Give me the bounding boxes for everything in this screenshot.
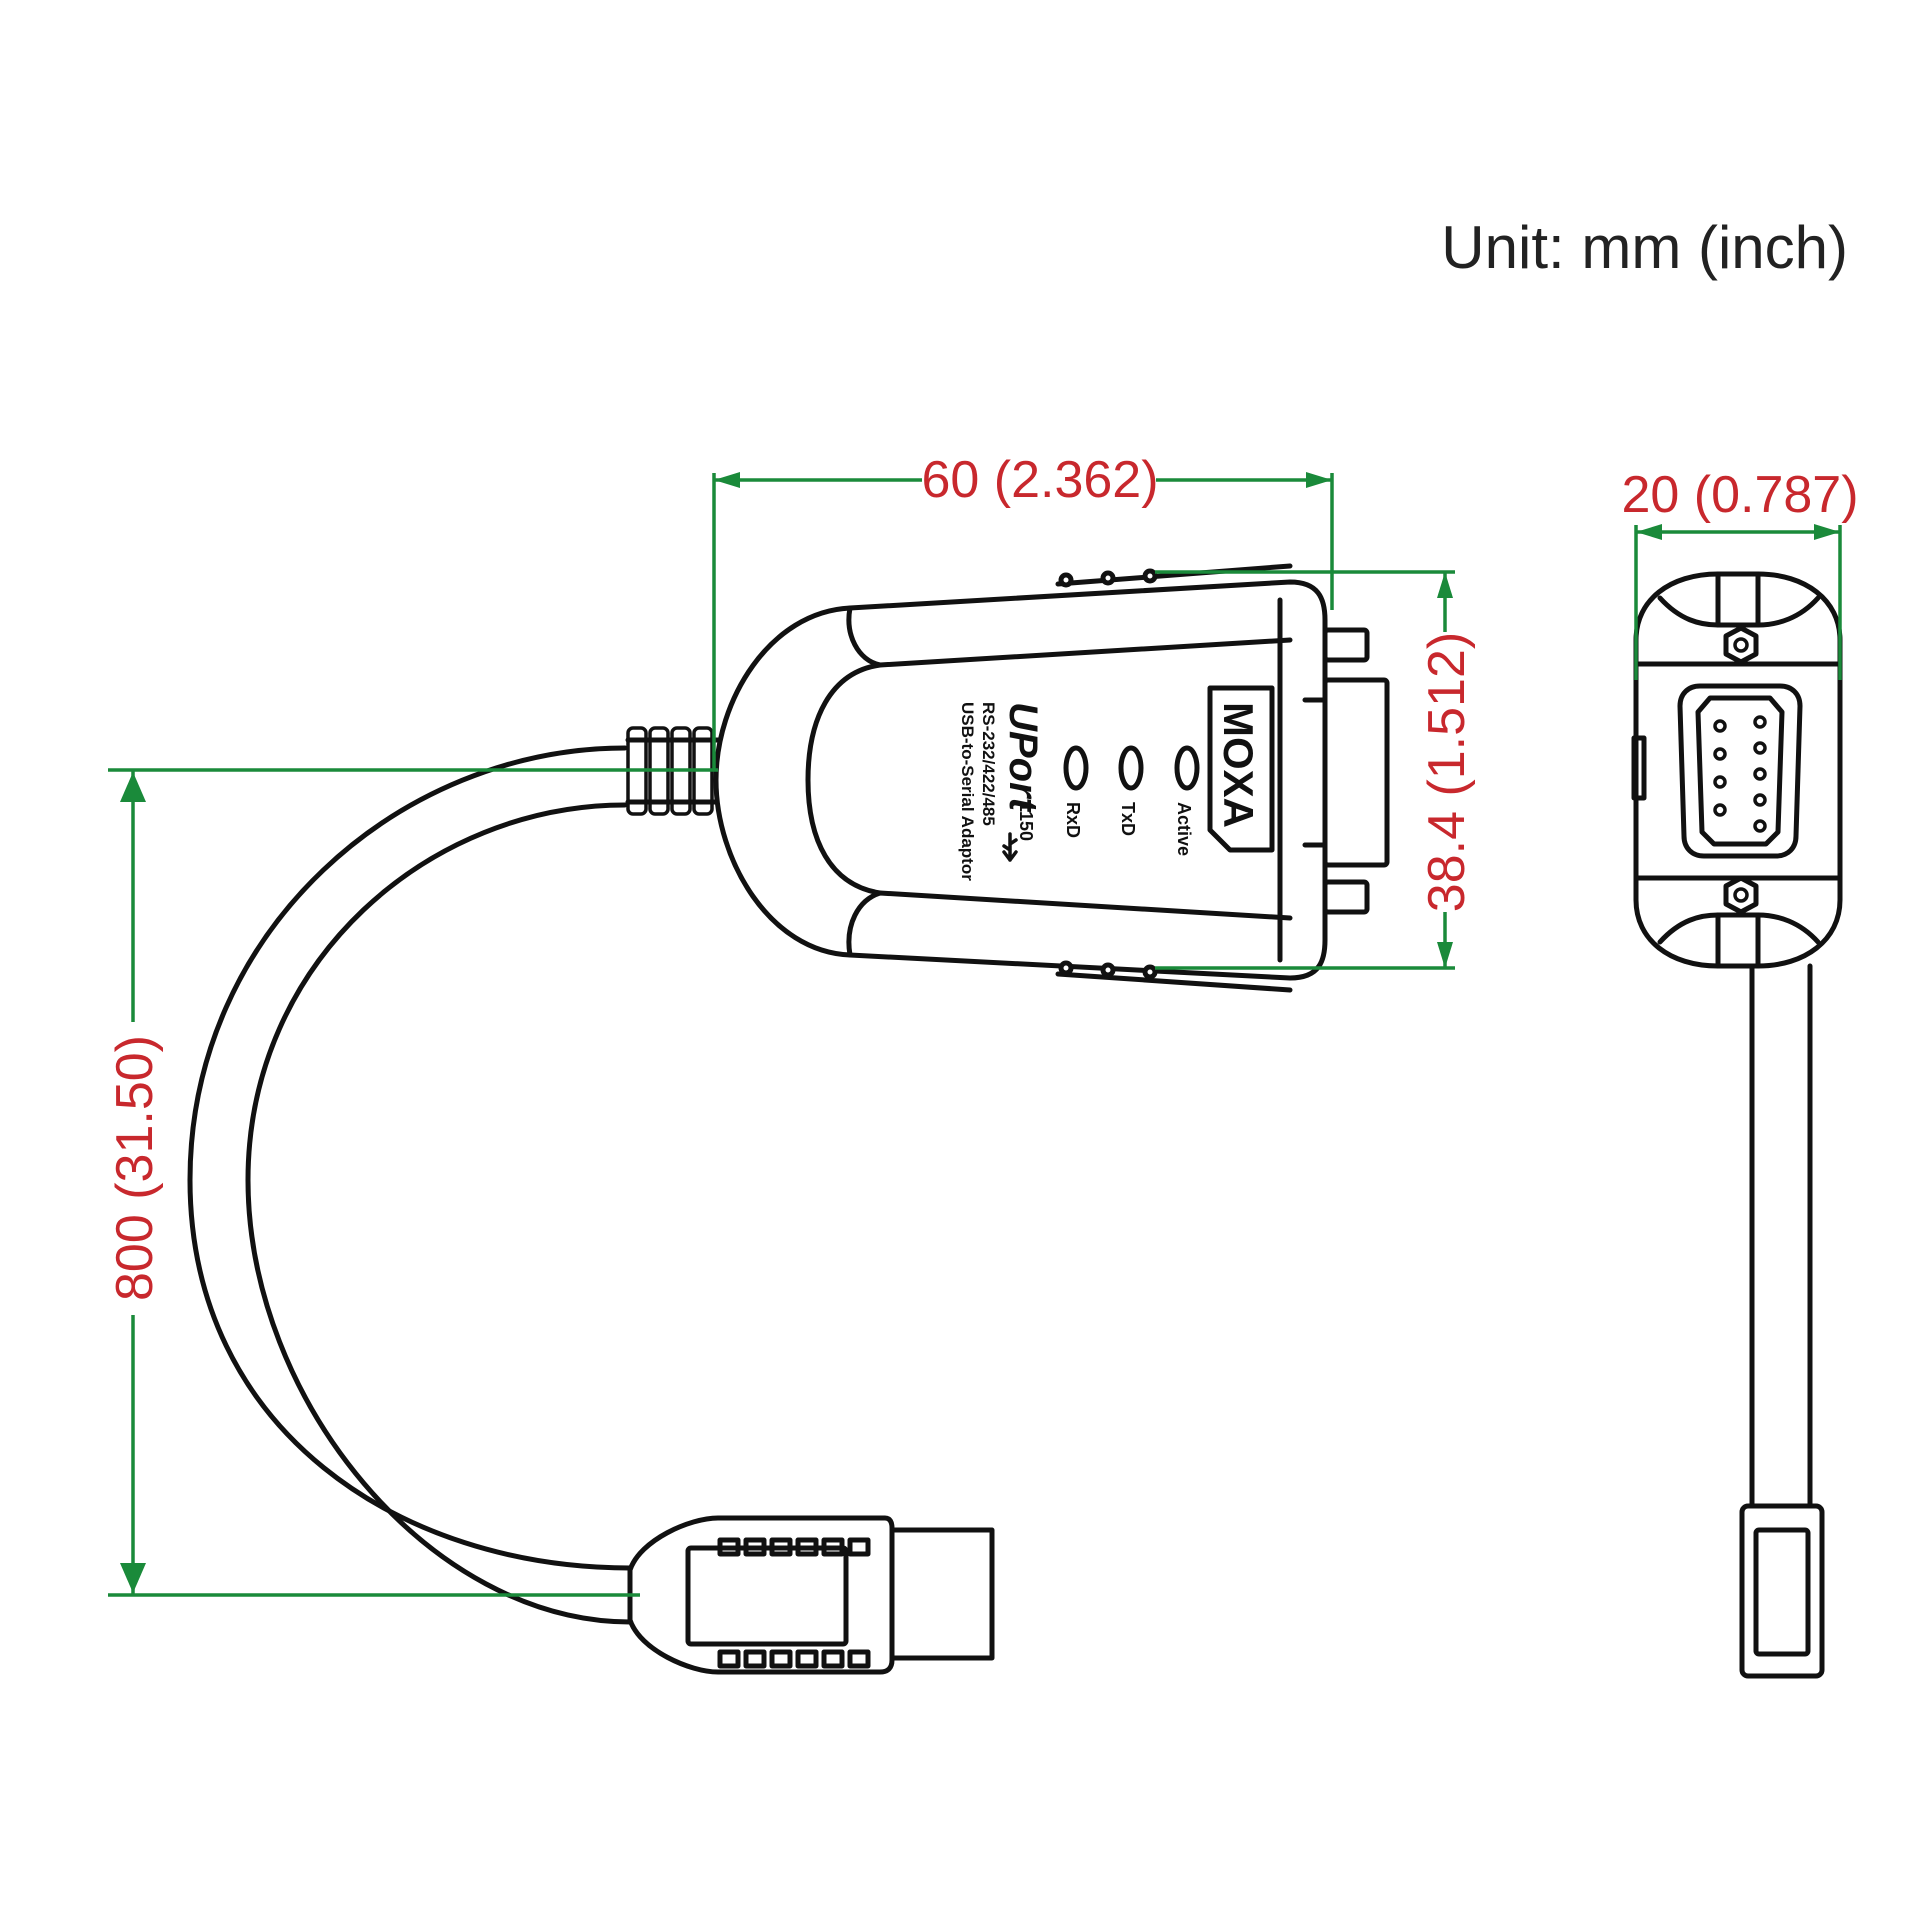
usb-plug [627,1515,995,1675]
led-rxd [1063,745,1089,791]
led-label-active: Active [1174,802,1194,856]
usb-icon [1002,832,1018,862]
side-view: 20 (0.787) [1621,466,1859,1679]
led-label-txd: TxD [1118,802,1138,836]
led-active [1174,745,1200,791]
dimension-cable-length-label: 800 (31.50) [106,1035,164,1301]
brand-logo: MOXA [1215,702,1262,828]
subtitle-line-2: USB-to-Serial Adaptor [958,702,977,881]
dimension-cable-length: 800 (31.50) [106,768,718,1597]
led-txd [1118,745,1144,791]
label-panel: MOXA Active TxD RxD UPort 1150 RS-232/42… [958,685,1275,881]
dimension-depth: 20 (0.787) [1621,466,1859,680]
db9-connector-front [1677,625,1803,915]
dimension-width-label: 60 (2.362) [921,451,1158,509]
adapter-body [713,563,1328,993]
dimension-depth-label: 20 (0.787) [1621,466,1858,524]
unit-note: Unit: mm (inch) [1441,214,1848,281]
dimension-height: 38.4 (1.512) [1155,570,1476,970]
db9-connector-side [1302,627,1390,915]
dimension-width: 60 (2.362) [712,451,1334,770]
usb-plug-side [1739,1503,1825,1679]
dimension-height-label: 38.4 (1.512) [1418,632,1476,912]
model-number: 1150 [1016,802,1036,841]
subtitle-line-1: RS-232/422/485 [979,702,998,826]
led-label-rxd: RxD [1063,802,1083,838]
uport-logo: UPort [1001,702,1045,813]
front-view: MOXA Active TxD RxD UPort 1150 RS-232/42… [106,451,1476,1675]
cable [187,745,633,1625]
